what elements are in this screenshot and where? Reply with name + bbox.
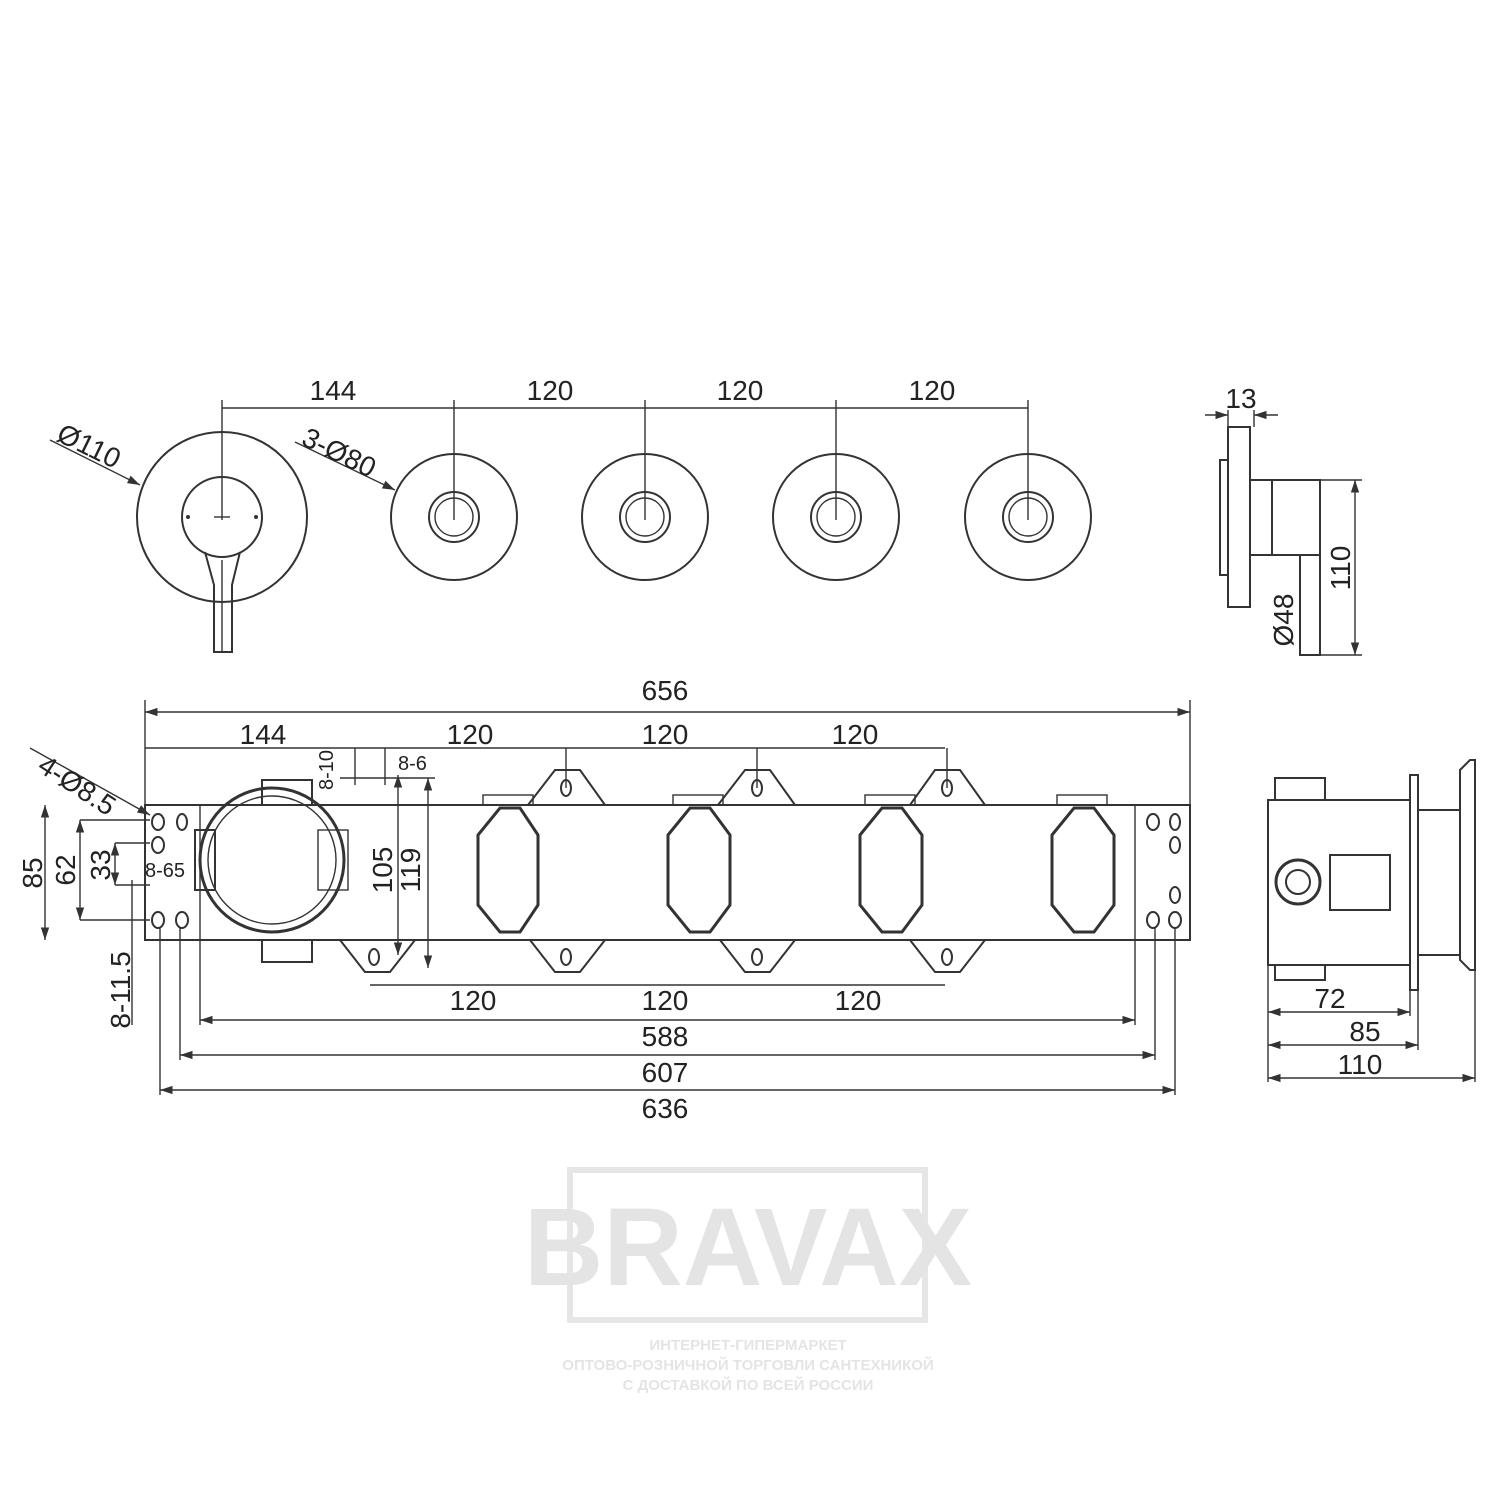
watermark-line2: ОПТОВО-РОЗНИЧНОЙ ТОРГОВЛИ САНТЕХНИКОЙ bbox=[562, 1356, 933, 1374]
dim-slot-8-65: 8-65 bbox=[145, 860, 185, 882]
dim-607: 607 bbox=[642, 1057, 689, 1088]
front-view: 144 120 120 120 Ø110 3-Ø80 bbox=[49, 375, 1092, 653]
dim-height-62: 62 bbox=[50, 854, 81, 885]
watermark-line1: ИНТЕРНЕТ-ГИПЕРМАРКЕТ bbox=[649, 1337, 846, 1354]
front-dimensions: 144 120 120 120 Ø110 3-Ø80 bbox=[49, 375, 1029, 520]
main-valve-body bbox=[194, 779, 349, 963]
dim-holes-8-5: 4-Ø8.5 bbox=[33, 749, 122, 822]
watermark-brand: BRAVAX bbox=[524, 1186, 972, 1309]
dim-height-33: 33 bbox=[85, 849, 116, 880]
dim-side-110: 110 bbox=[1325, 546, 1356, 591]
dim-front-120c: 120 bbox=[909, 375, 956, 406]
dim-bottom-120c: 120 bbox=[835, 985, 882, 1016]
dim-height-85: 85 bbox=[17, 857, 48, 888]
dim-front-144: 144 bbox=[310, 375, 357, 406]
dim-dia-80: 3-Ø80 bbox=[297, 422, 381, 484]
dim-105: 105 bbox=[367, 847, 398, 894]
small-escutcheons bbox=[390, 453, 1092, 581]
dim-front-120b: 120 bbox=[717, 375, 764, 406]
dim-636: 636 bbox=[642, 1093, 689, 1124]
plate-view: 656 144 120 120 120 4-Ø8.5 8-10 8-6 8-65… bbox=[17, 675, 1191, 1124]
dim-slot-8-6: 8-6 bbox=[398, 753, 427, 775]
dim-588: 588 bbox=[642, 1021, 689, 1052]
dim-thickness-13: 13 bbox=[1225, 383, 1256, 414]
diverter-bodies bbox=[476, 794, 1116, 934]
dim-bottom-120b: 120 bbox=[642, 985, 689, 1016]
dim-plate-120c: 120 bbox=[832, 719, 879, 750]
dim-plate-120b: 120 bbox=[642, 719, 689, 750]
dim-slot-8-11-5: 8-11.5 bbox=[105, 951, 136, 1028]
dim-plate-144: 144 bbox=[240, 719, 287, 750]
tabs bbox=[339, 769, 986, 973]
dim-dia-48: Ø48 bbox=[1268, 594, 1299, 647]
dim-depth-110: 110 bbox=[1338, 1049, 1383, 1080]
watermark: BRAVAX ИНТЕРНЕТ-ГИПЕРМАРКЕТ ОПТОВО-РОЗНИ… bbox=[524, 1167, 972, 1394]
dim-bottom-120a: 120 bbox=[450, 985, 497, 1016]
dim-119: 119 bbox=[395, 848, 426, 893]
dim-dia-110: Ø110 bbox=[52, 418, 125, 475]
plate-dimensions: 656 144 120 120 120 4-Ø8.5 8-10 8-6 8-65… bbox=[17, 675, 1191, 1124]
watermark-line3: С ДОСТАВКОЙ ПО ВСЕЙ РОССИИ bbox=[623, 1376, 874, 1394]
dim-depth-85: 85 bbox=[1349, 1016, 1380, 1047]
dim-depth-72: 72 bbox=[1314, 983, 1345, 1014]
dim-front-120a: 120 bbox=[527, 375, 574, 406]
side-view: 13 110 Ø48 bbox=[1205, 383, 1362, 656]
dim-plate-120a: 120 bbox=[447, 719, 494, 750]
dim-656: 656 bbox=[642, 675, 689, 706]
box-side-view: 72 85 110 bbox=[1267, 759, 1476, 1083]
dim-slot-8-10: 8-10 bbox=[316, 750, 338, 790]
